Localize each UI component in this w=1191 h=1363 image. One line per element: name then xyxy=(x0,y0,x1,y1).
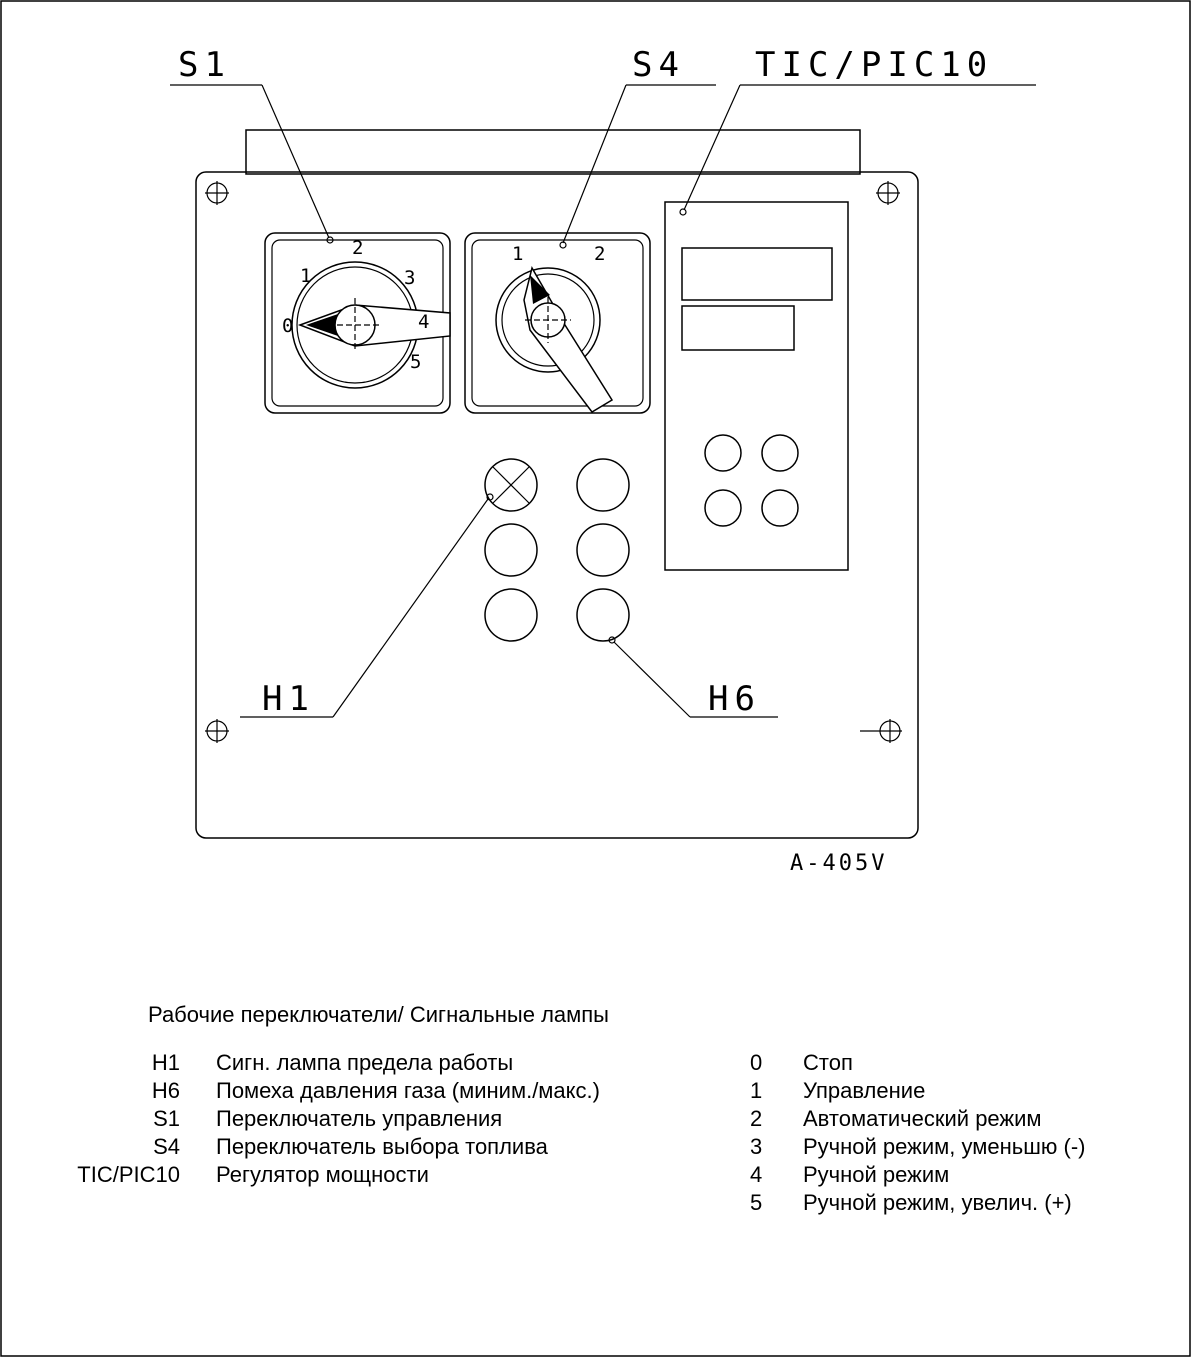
legend-code: H6 xyxy=(151,1078,180,1103)
callout-tic-pic10: TIC/PIC10 xyxy=(755,45,993,85)
position-description: Управление xyxy=(803,1078,926,1103)
legend-heading: Рабочие переключатели/ Сигнальные лампы xyxy=(148,1002,609,1027)
top-mount-bar xyxy=(245,129,861,175)
s1-pos-5: 5 xyxy=(410,351,421,373)
position-description: Ручной режим, увелич. (+) xyxy=(803,1190,1072,1215)
s1-pos-0: 0 xyxy=(282,315,293,337)
lamp xyxy=(484,588,538,642)
s4-pos-2: 2 xyxy=(594,243,605,265)
position-number: 3 xyxy=(750,1134,763,1159)
switch-s4: 1 2 xyxy=(464,232,651,414)
legend-code: H1 xyxy=(151,1050,180,1075)
position-number: 2 xyxy=(750,1106,763,1131)
controller-display-upper xyxy=(681,247,833,301)
leader-lines xyxy=(170,84,1036,718)
legend-description: Переключатель выбора топлива xyxy=(216,1134,548,1159)
control-panel xyxy=(195,171,919,839)
legend-description: Сигн. лампа предела работы xyxy=(216,1050,514,1075)
lamp-h1 xyxy=(484,458,538,512)
lamp xyxy=(576,458,630,512)
controller-button xyxy=(704,489,742,527)
legend-code: TIC/PIC10 xyxy=(77,1162,180,1187)
lamp xyxy=(576,523,630,577)
signal-lamps xyxy=(484,458,630,642)
position-number: 5 xyxy=(750,1190,763,1215)
controller-display-lower xyxy=(681,305,795,351)
s1-pos-4: 4 xyxy=(418,311,429,333)
drawing-number: A-405V xyxy=(790,851,887,876)
callout-s1: S1 xyxy=(178,45,231,85)
legend-description: Помеха давления газа (миним./макс.) xyxy=(216,1078,600,1103)
controller-tic-pic10 xyxy=(664,201,849,571)
position-description: Ручной режим xyxy=(803,1162,950,1187)
callout-s4: S4 xyxy=(632,45,685,85)
lamp xyxy=(484,523,538,577)
position-number: 4 xyxy=(750,1162,763,1187)
position-number: 0 xyxy=(750,1050,763,1075)
position-description: Стоп xyxy=(803,1050,853,1075)
s1-pos-1: 1 xyxy=(300,265,311,287)
s1-pos-2: 2 xyxy=(352,237,363,259)
corner-mark-br xyxy=(860,719,902,743)
s1-pos-3: 3 xyxy=(404,267,415,289)
legend-code: S4 xyxy=(153,1134,180,1159)
position-number: 1 xyxy=(750,1078,763,1103)
lamp-h6 xyxy=(576,588,630,642)
controller-button xyxy=(761,489,799,527)
legend-code: S1 xyxy=(153,1106,180,1131)
callout-h1: H1 xyxy=(262,679,315,719)
corner-mark-tl xyxy=(205,181,229,205)
legend-description: Переключатель управления xyxy=(216,1106,503,1131)
position-description: Автоматический режим xyxy=(803,1106,1042,1131)
corner-mark-tr xyxy=(876,181,900,205)
position-description: Ручной режим, уменьшю (-) xyxy=(803,1134,1086,1159)
controller-button xyxy=(704,434,742,472)
callout-h6: H6 xyxy=(708,679,761,719)
corner-mark-bl xyxy=(205,719,229,743)
switch-s1: 0 1 2 3 4 5 xyxy=(264,232,451,414)
legend-description: Регулятор мощности xyxy=(216,1162,429,1187)
s4-pos-1: 1 xyxy=(512,243,523,265)
controller-button xyxy=(761,434,799,472)
